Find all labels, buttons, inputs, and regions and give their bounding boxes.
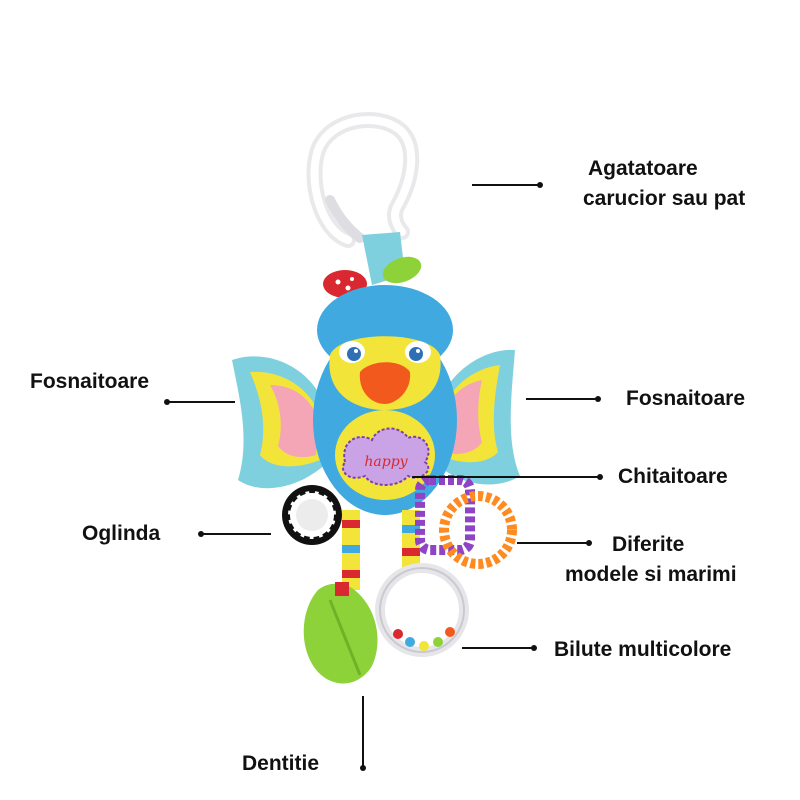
leaf-teether-icon <box>303 582 378 684</box>
hook-pointer-line <box>472 184 538 186</box>
left-wing-label: Fosnaitoare <box>30 370 150 393</box>
left-wing-icon <box>232 356 330 489</box>
hook-label-line1: Agatatoare <box>588 157 698 180</box>
hook-clip-icon <box>306 111 420 248</box>
mirror-pointer-line <box>201 533 271 535</box>
mirror-label: Oglinda <box>82 522 161 545</box>
squeaker-pointer-dot <box>597 474 603 480</box>
right-wing-label: Fosnaitoare <box>626 387 746 410</box>
mirror-icon <box>282 485 342 545</box>
beads-pointer-line <box>462 647 532 649</box>
beads-label: Bilute multicolore <box>554 638 732 661</box>
right-wing-pointer-line <box>526 398 596 400</box>
squeaker-pointer-line <box>412 476 598 478</box>
right-wing-pointer-dot <box>595 396 601 402</box>
ribbons-icon <box>342 510 420 590</box>
squeaker-label: Chitaitoare <box>618 465 728 488</box>
hook-label-line2: carucior sau pat <box>583 187 746 210</box>
beads-pointer-dot <box>531 645 537 651</box>
bird-plush-icon <box>313 285 457 515</box>
hook-pointer-dot <box>537 182 543 188</box>
rings-label-line2: modele si marimi <box>565 563 737 586</box>
rings-label-line1: Diferite <box>612 533 685 556</box>
teether-label: Dentitie <box>242 752 320 775</box>
teether-pointer-dot <box>360 765 366 771</box>
embroidery-text: happy <box>364 454 408 470</box>
rings-pointer-line <box>517 542 587 544</box>
left-wing-pointer-line <box>167 401 235 403</box>
bead-ring-icon <box>375 563 469 657</box>
teether-pointer-line <box>362 696 364 766</box>
orange-ring-icon <box>439 491 517 569</box>
rings-pointer-dot <box>586 540 592 546</box>
